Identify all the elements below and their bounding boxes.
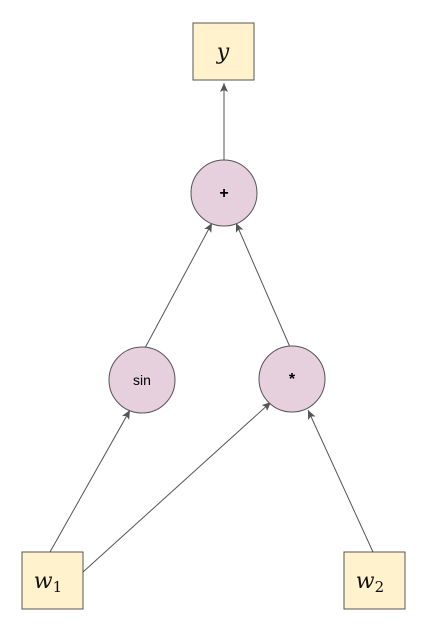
node-mul: * (258, 345, 326, 413)
edge-w1-to-mul (82, 401, 272, 573)
node-w1: w1 (21, 551, 84, 610)
edge-mul-to-plus (235, 222, 291, 348)
svg-text:w2: w2 (356, 569, 384, 596)
node-y: y (192, 22, 255, 81)
node-w1-subscript: 1 (53, 578, 63, 596)
node-w1-base: w (34, 569, 53, 594)
edge-w2-to-mul (307, 409, 374, 553)
node-plus: + (190, 159, 258, 227)
node-w2: w2 (343, 551, 406, 610)
edge-sin-to-plus (144, 222, 213, 349)
node-w2-base: w (356, 569, 375, 594)
node-w2-subscript: 2 (375, 578, 385, 596)
node-plus-label: + (219, 185, 228, 202)
svg-text:w1: w1 (34, 569, 62, 596)
node-sin: sin (108, 346, 176, 414)
node-y-label: y (216, 40, 230, 65)
node-sin-label: sin (133, 372, 151, 388)
edge-w1-to-sin (49, 409, 131, 553)
node-mul-label: * (289, 371, 296, 388)
